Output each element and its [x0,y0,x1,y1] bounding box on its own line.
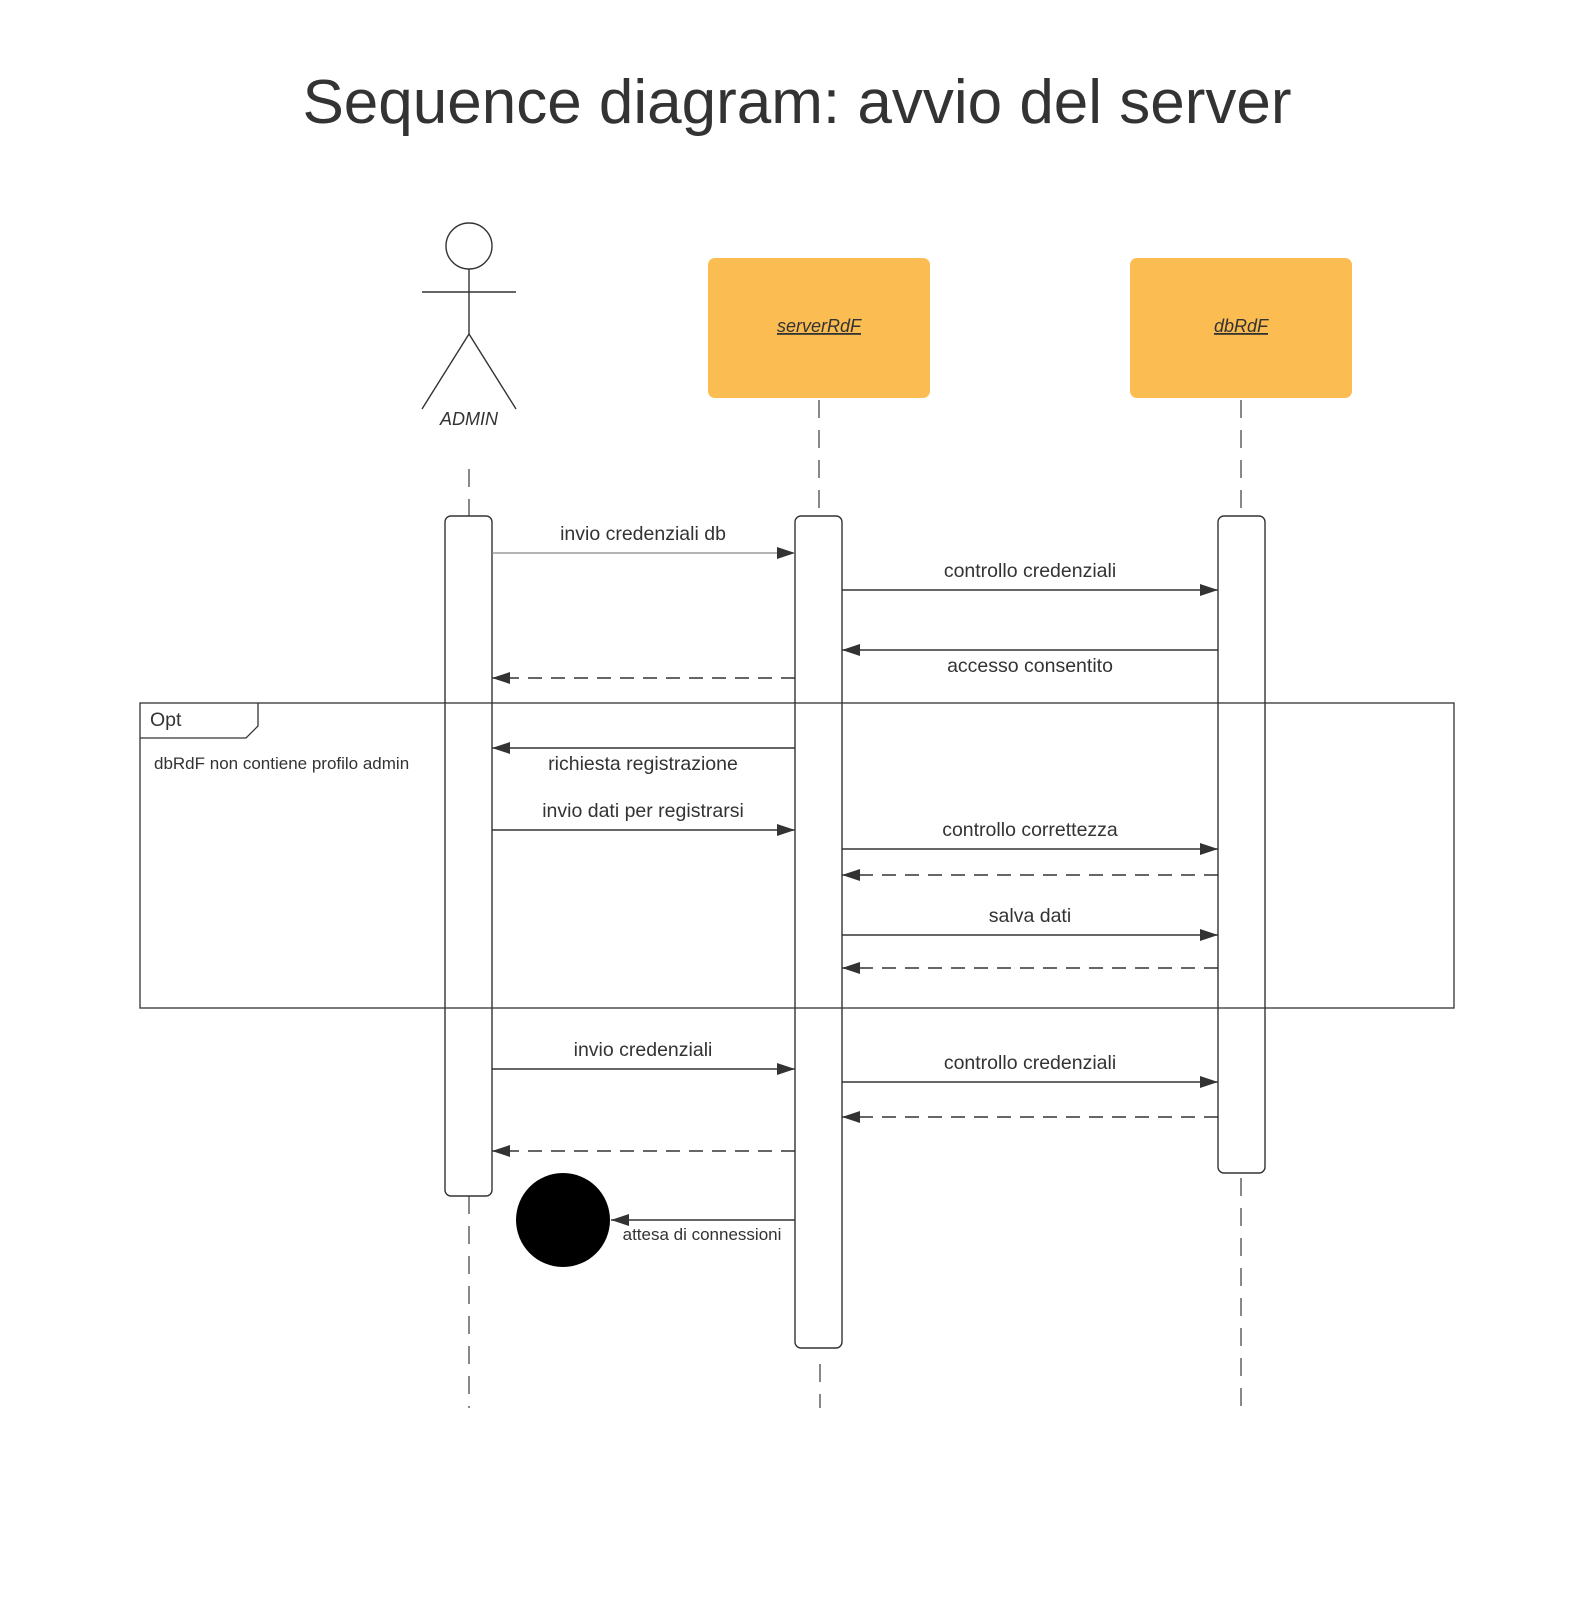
server-label: serverRdF [777,316,862,336]
opt-fragment: Opt dbRdF non contiene profilo admin [139,702,1455,1009]
message-label: accesso consentito [947,655,1113,677]
db-activation [1217,515,1266,1174]
message-label: invio credenziali db [560,523,726,545]
server-box [708,258,930,398]
opt-guard: dbRdF non contiene profilo admin [154,754,409,773]
db-label: dbRdF [1214,316,1269,336]
message-label: controllo correttezza [942,819,1118,841]
participant-server: serverRdF [708,258,930,398]
opt-operator: Opt [150,709,182,731]
message-label: controllo credenziali [944,1052,1116,1074]
message-label: salva dati [989,905,1071,927]
opt-tab [140,703,259,739]
server-activation [794,515,843,1349]
actor-admin: ADMIN [421,222,517,429]
admin-activation [444,515,493,1197]
db-box [1130,258,1352,398]
terminator-circle [516,1173,610,1267]
message-label: richiesta registrazione [548,753,738,775]
message-label: attesa di connessioni [623,1225,782,1244]
actor-right-leg [468,333,517,410]
message-label: controllo credenziali [944,560,1116,582]
message-label: invio credenziali [574,1039,713,1061]
actor-head [445,222,493,270]
participant-db: dbRdF [1130,258,1352,398]
actor-left-leg [421,333,470,410]
opt-frame [139,702,1455,1009]
actor-label: ADMIN [439,409,499,429]
message-label: invio dati per registrarsi [542,800,744,822]
diagram-title: Sequence diagram: avvio del server [302,68,1291,137]
